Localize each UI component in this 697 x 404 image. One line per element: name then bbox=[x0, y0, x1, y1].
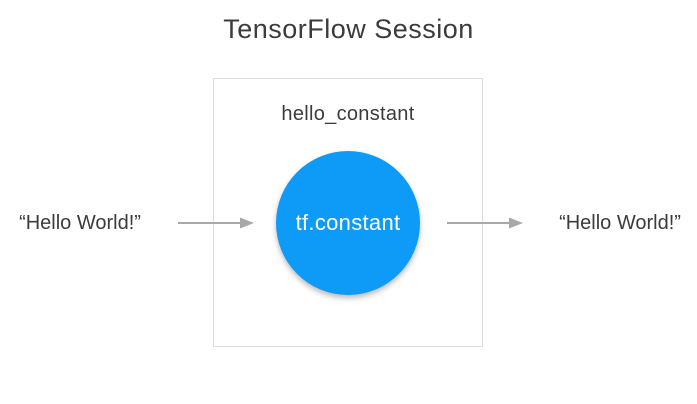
diagram-title: TensorFlow Session bbox=[223, 14, 474, 44]
node-op-label: tf.constant bbox=[295, 210, 401, 235]
node-name-label: hello_constant bbox=[281, 103, 415, 125]
output-string-label: “Hello World!” bbox=[559, 212, 681, 234]
input-arrow-icon bbox=[178, 217, 254, 229]
tf-constant-node: tf.constant bbox=[276, 151, 420, 295]
input-string-label: “Hello World!” bbox=[19, 212, 141, 234]
session-box: hello_constant tf.constant bbox=[213, 78, 483, 347]
output-arrow-icon bbox=[447, 217, 523, 229]
